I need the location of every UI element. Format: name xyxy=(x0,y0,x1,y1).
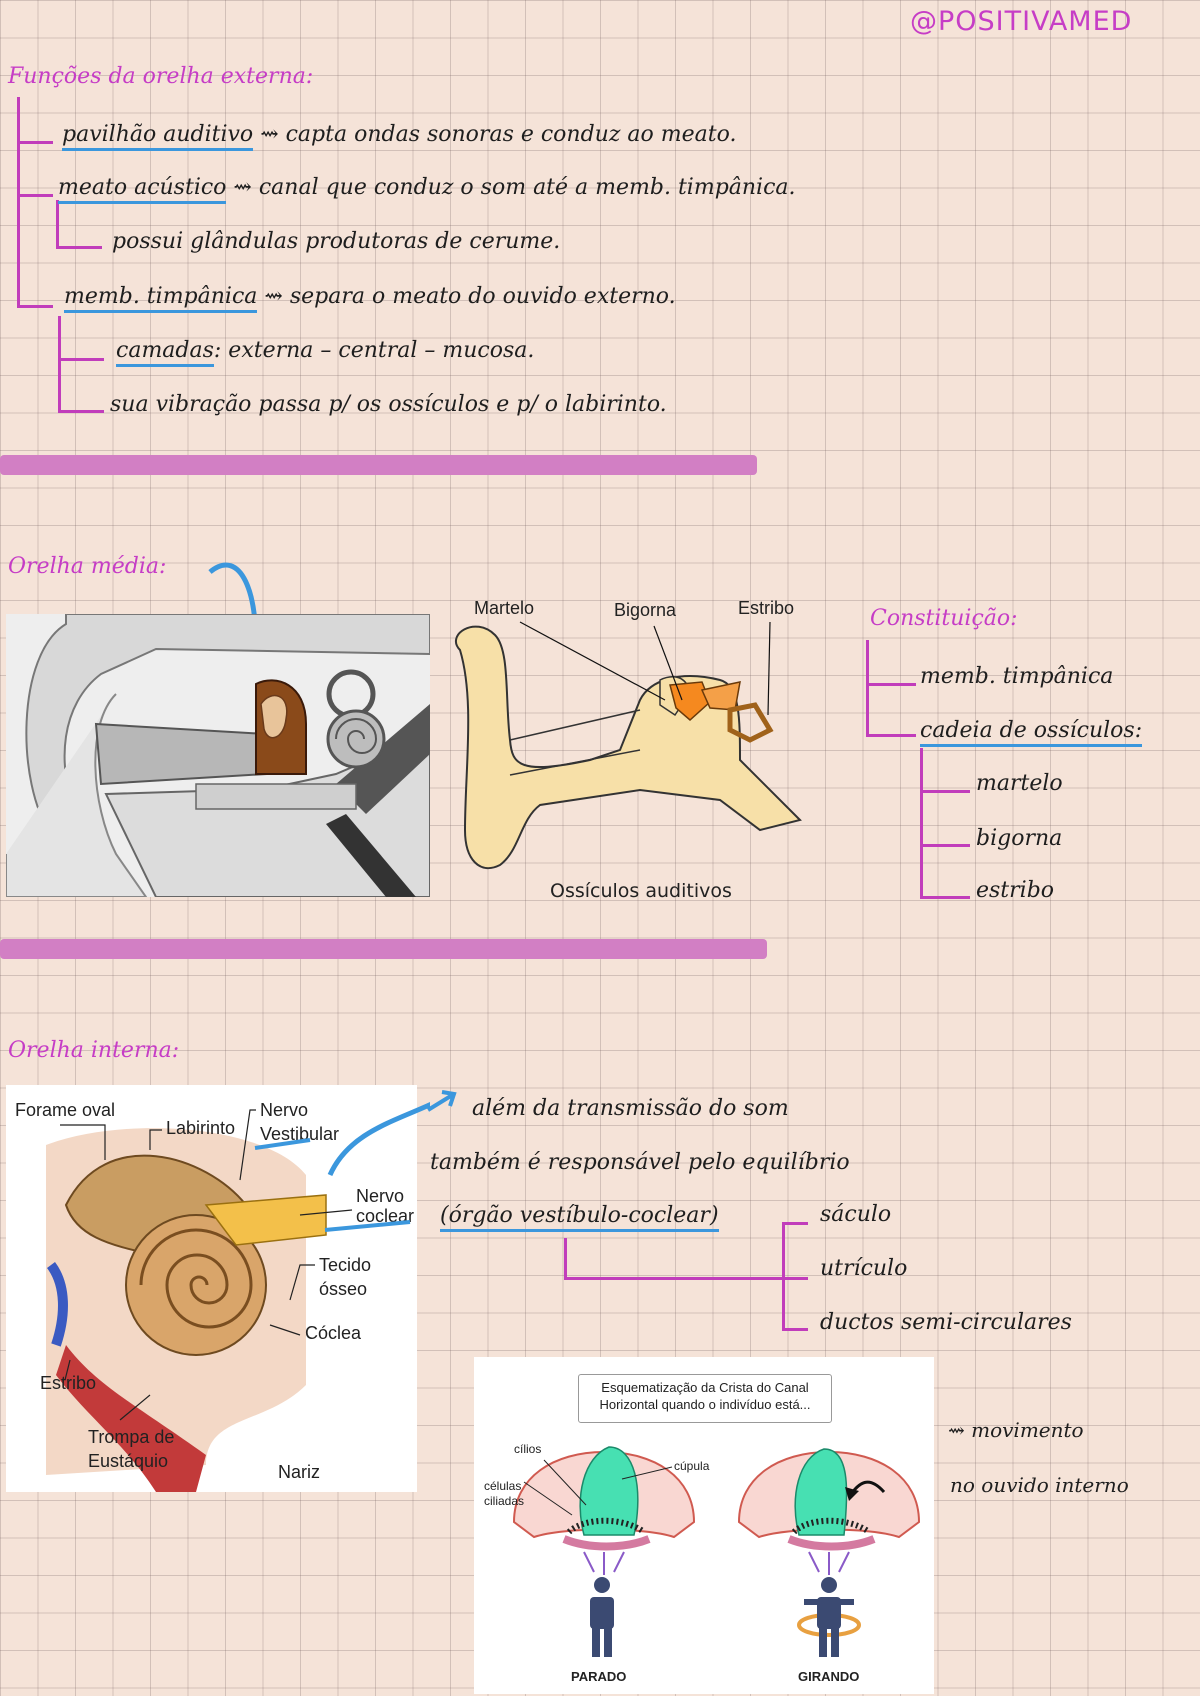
text-pavilhao: ⇝ capta ondas sonoras e conduz ao meato. xyxy=(260,122,737,147)
text-membrana: ⇝ separa o meato do ouvido externo. xyxy=(264,284,676,309)
external-line-1: pavilhão auditivo ⇝ capta ondas sonoras … xyxy=(62,122,737,151)
inner-part-utriculo: utrículo xyxy=(820,1256,908,1281)
tree-line xyxy=(58,410,104,413)
crista-label-girando: GIRANDO xyxy=(798,1669,860,1684)
label-tecido-osseo-1: Tecido xyxy=(319,1255,372,1275)
ossicle-item-bigorna: bigorna xyxy=(976,826,1063,851)
arrow-icon xyxy=(426,1090,457,1112)
person-standing-icon xyxy=(590,1577,614,1657)
ossicle-label-martelo: Martelo xyxy=(474,598,535,618)
tree-line xyxy=(782,1222,785,1330)
external-line-6: sua vibração passa p/ os ossículos e p/ … xyxy=(110,392,667,417)
tree-line xyxy=(920,844,970,847)
term-membrana: memb. timpânica xyxy=(64,284,258,313)
constitution-item-2: cadeia de ossículos: xyxy=(920,718,1143,747)
section-divider xyxy=(0,455,757,475)
movement-line-2: no ouvido interno xyxy=(950,1473,1129,1497)
tree-line xyxy=(564,1277,784,1280)
crista-label-cupula: cúpula xyxy=(674,1459,710,1473)
ear-anatomy-figure xyxy=(6,614,430,897)
label-labirinto: Labirinto xyxy=(166,1118,236,1138)
brand-logo: @POSITIVAMED xyxy=(910,6,1133,37)
crista-title-line-2: Horizontal quando o indivíduo está... xyxy=(599,1397,811,1412)
label-nariz: Nariz xyxy=(278,1462,321,1482)
tree-line xyxy=(782,1328,808,1331)
tree-line xyxy=(17,305,53,308)
tree-line xyxy=(564,1238,567,1280)
label-leader-lines xyxy=(60,1101,430,1421)
ossicles-caption: Ossículos auditivos xyxy=(550,880,732,902)
constitution-title: Constituição: xyxy=(870,606,1018,631)
tree-line xyxy=(866,734,916,737)
tree-line xyxy=(56,246,102,249)
ossicle-label-estribo: Estribo xyxy=(738,598,795,618)
label-trompa-1: Trompa de xyxy=(88,1427,175,1447)
external-line-2: meato acústico ⇝ canal que conduz o som … xyxy=(58,175,796,204)
external-line-5: camadas: externa – central – mucosa. xyxy=(116,338,535,367)
crista-title-line-1: Esquematização da Crista do Canal xyxy=(601,1380,809,1395)
tree-line xyxy=(17,141,53,144)
tree-line xyxy=(866,683,916,686)
crista-label-celulas-2: ciliadas xyxy=(484,1494,525,1508)
movement-line-1: ⇝ movimento xyxy=(948,1418,1084,1442)
term-camadas: camadas xyxy=(116,338,214,367)
crista-label-celulas-1: células xyxy=(484,1479,522,1493)
tree-line xyxy=(58,316,61,412)
crista-title-box: Esquematização da Crista do Canal Horizo… xyxy=(578,1374,832,1423)
inner-line-2: também é responsável pelo equilíbrio xyxy=(430,1150,850,1175)
person-spinning-icon xyxy=(797,1577,861,1657)
external-title: Funções da orelha externa: xyxy=(8,64,314,89)
tree-line xyxy=(17,194,53,197)
constitution-item-1: memb. timpânica xyxy=(920,664,1114,689)
crista-figure: Esquematização da Crista do Canal Horizo… xyxy=(474,1357,934,1694)
tree-line xyxy=(920,748,923,898)
ossicle-label-bigorna: Bigorna xyxy=(614,600,677,620)
label-coclea: Cóclea xyxy=(305,1323,362,1343)
tree-line xyxy=(782,1277,808,1280)
tree-line xyxy=(58,358,104,361)
tree-line xyxy=(866,640,869,736)
external-line-3: possui glândulas produtoras de cerume. xyxy=(112,229,561,254)
ossicle-item-estribo: estribo xyxy=(976,878,1055,903)
crista-label-cilios: cílios xyxy=(514,1442,542,1456)
section-divider xyxy=(0,939,767,959)
inner-line-3: (órgão vestíbulo-coclear) xyxy=(440,1203,719,1232)
inner-part-ductos: ductos semi-circulares xyxy=(820,1310,1072,1335)
inner-ear-figure xyxy=(6,1085,417,1492)
middle-title: Orelha média: xyxy=(8,554,167,579)
external-line-4: memb. timpânica ⇝ separa o meato do ouvi… xyxy=(64,284,676,313)
label-trompa-2: Eustáquio xyxy=(88,1451,169,1471)
term-meato: meato acústico xyxy=(58,175,227,204)
label-tecido-osseo-2: ósseo xyxy=(319,1279,368,1299)
label-forame-oval: Forame oval xyxy=(15,1100,116,1120)
crista-label-parado: PARADO xyxy=(571,1669,627,1684)
tree-line xyxy=(56,200,59,248)
ossicles-figure xyxy=(454,621,802,870)
ossicle-item-martelo: martelo xyxy=(976,771,1063,796)
label-nervo-vestibular-2: Vestibular xyxy=(260,1124,340,1144)
label-nervo-vestibular-1: Nervo xyxy=(260,1100,309,1120)
label-estribo: Estribo xyxy=(40,1373,97,1393)
tree-line xyxy=(782,1222,808,1225)
text-camadas: : externa – central – mucosa. xyxy=(213,338,535,363)
inner-title: Orelha interna: xyxy=(8,1038,180,1063)
term-pavilhao: pavilhão auditivo xyxy=(62,122,254,151)
label-nervo-coclear-1: Nervo xyxy=(356,1186,405,1206)
tree-line xyxy=(920,790,970,793)
inner-part-saculo: sáculo xyxy=(820,1202,892,1227)
tree-line xyxy=(17,97,20,307)
tree-line xyxy=(920,896,970,899)
text-meato: ⇝ canal que conduz o som até a memb. tim… xyxy=(233,175,796,200)
inner-line-1: além da transmissão do som xyxy=(472,1096,789,1121)
